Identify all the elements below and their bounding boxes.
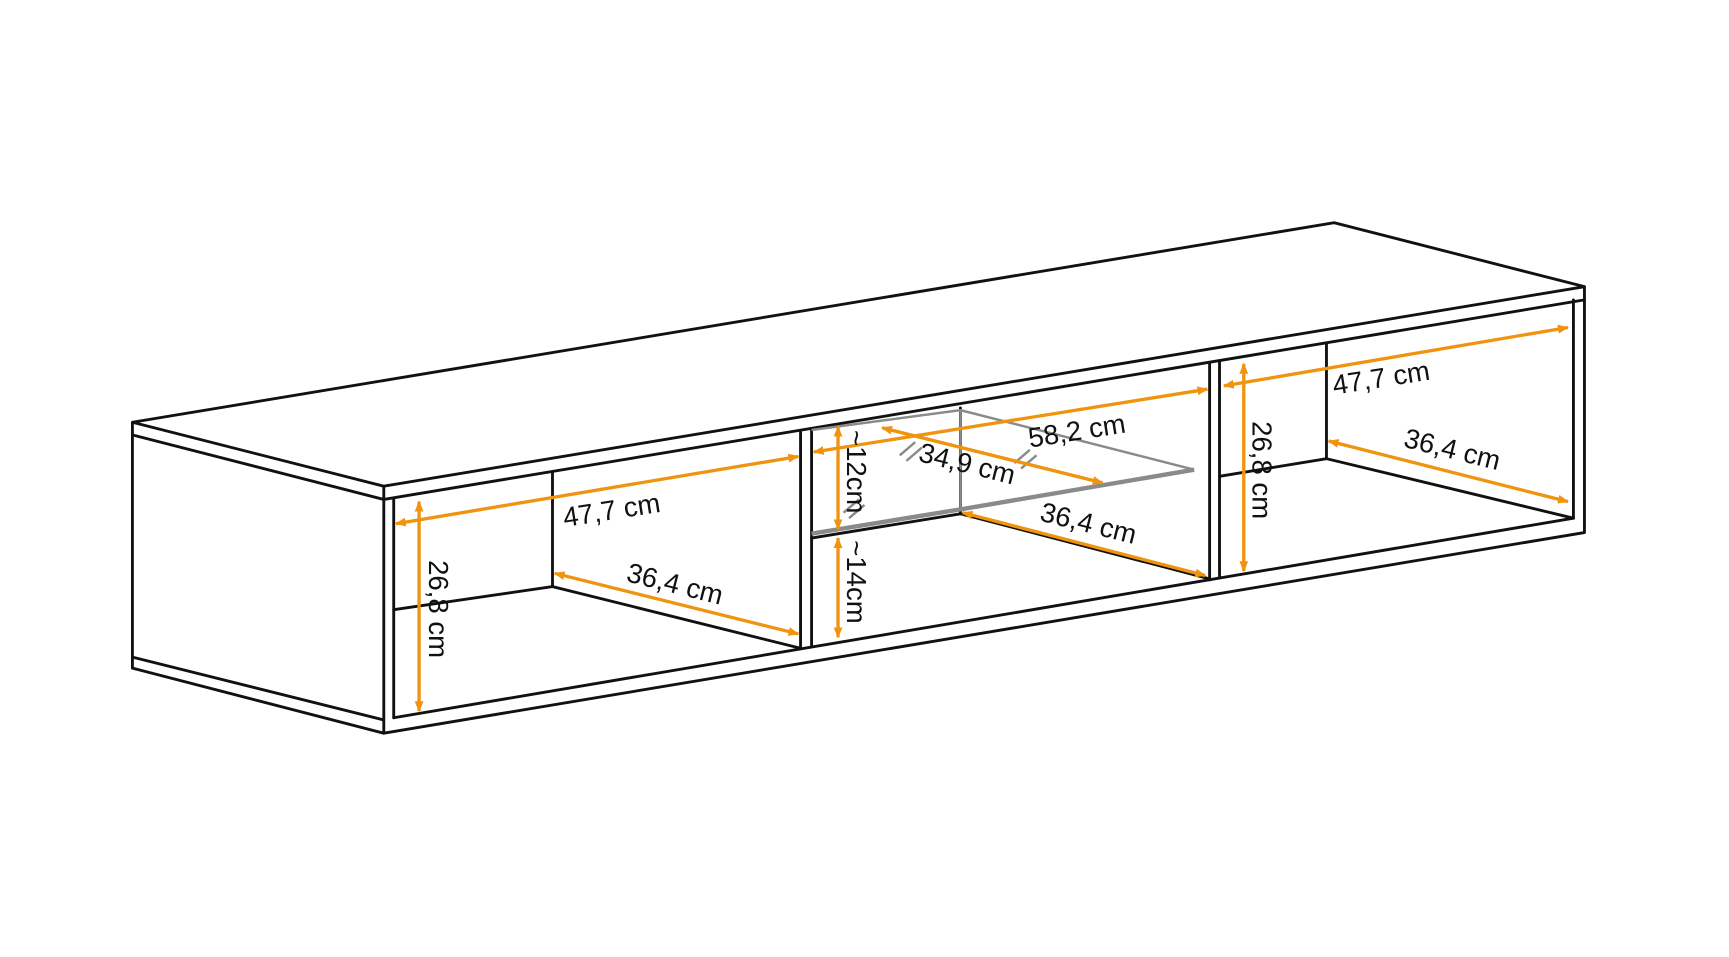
left-depth-arrow — [553, 571, 800, 636]
right-width-arrow — [1222, 324, 1570, 389]
mid-upper-height-label: ~12cm — [841, 430, 872, 513]
right-depth-label: 36,4 cm — [1401, 422, 1504, 476]
dimension-labels: 47,7 cm 36,4 cm 26,8 cm 58,2 cm 34,9 cm … — [423, 355, 1504, 658]
mid-lower-height-label: ~14cm — [841, 540, 872, 623]
mid-depth-arrow — [961, 510, 1207, 578]
right-width-label: 47,7 cm — [1330, 355, 1432, 401]
right-depth-arrow — [1327, 439, 1569, 504]
left-width-arrow — [394, 453, 800, 527]
mid-depth-label: 36,4 cm — [1037, 496, 1140, 550]
left-height-label: 26,8 cm — [423, 560, 454, 658]
dimension-arrows — [394, 324, 1570, 713]
mid-width-arrow — [812, 386, 1209, 455]
right-height-label: 26,8 cm — [1247, 421, 1278, 519]
mid-glass-depth-label: 34,9 cm — [916, 437, 1019, 491]
mid-glass-depth-arrow — [881, 425, 1104, 485]
